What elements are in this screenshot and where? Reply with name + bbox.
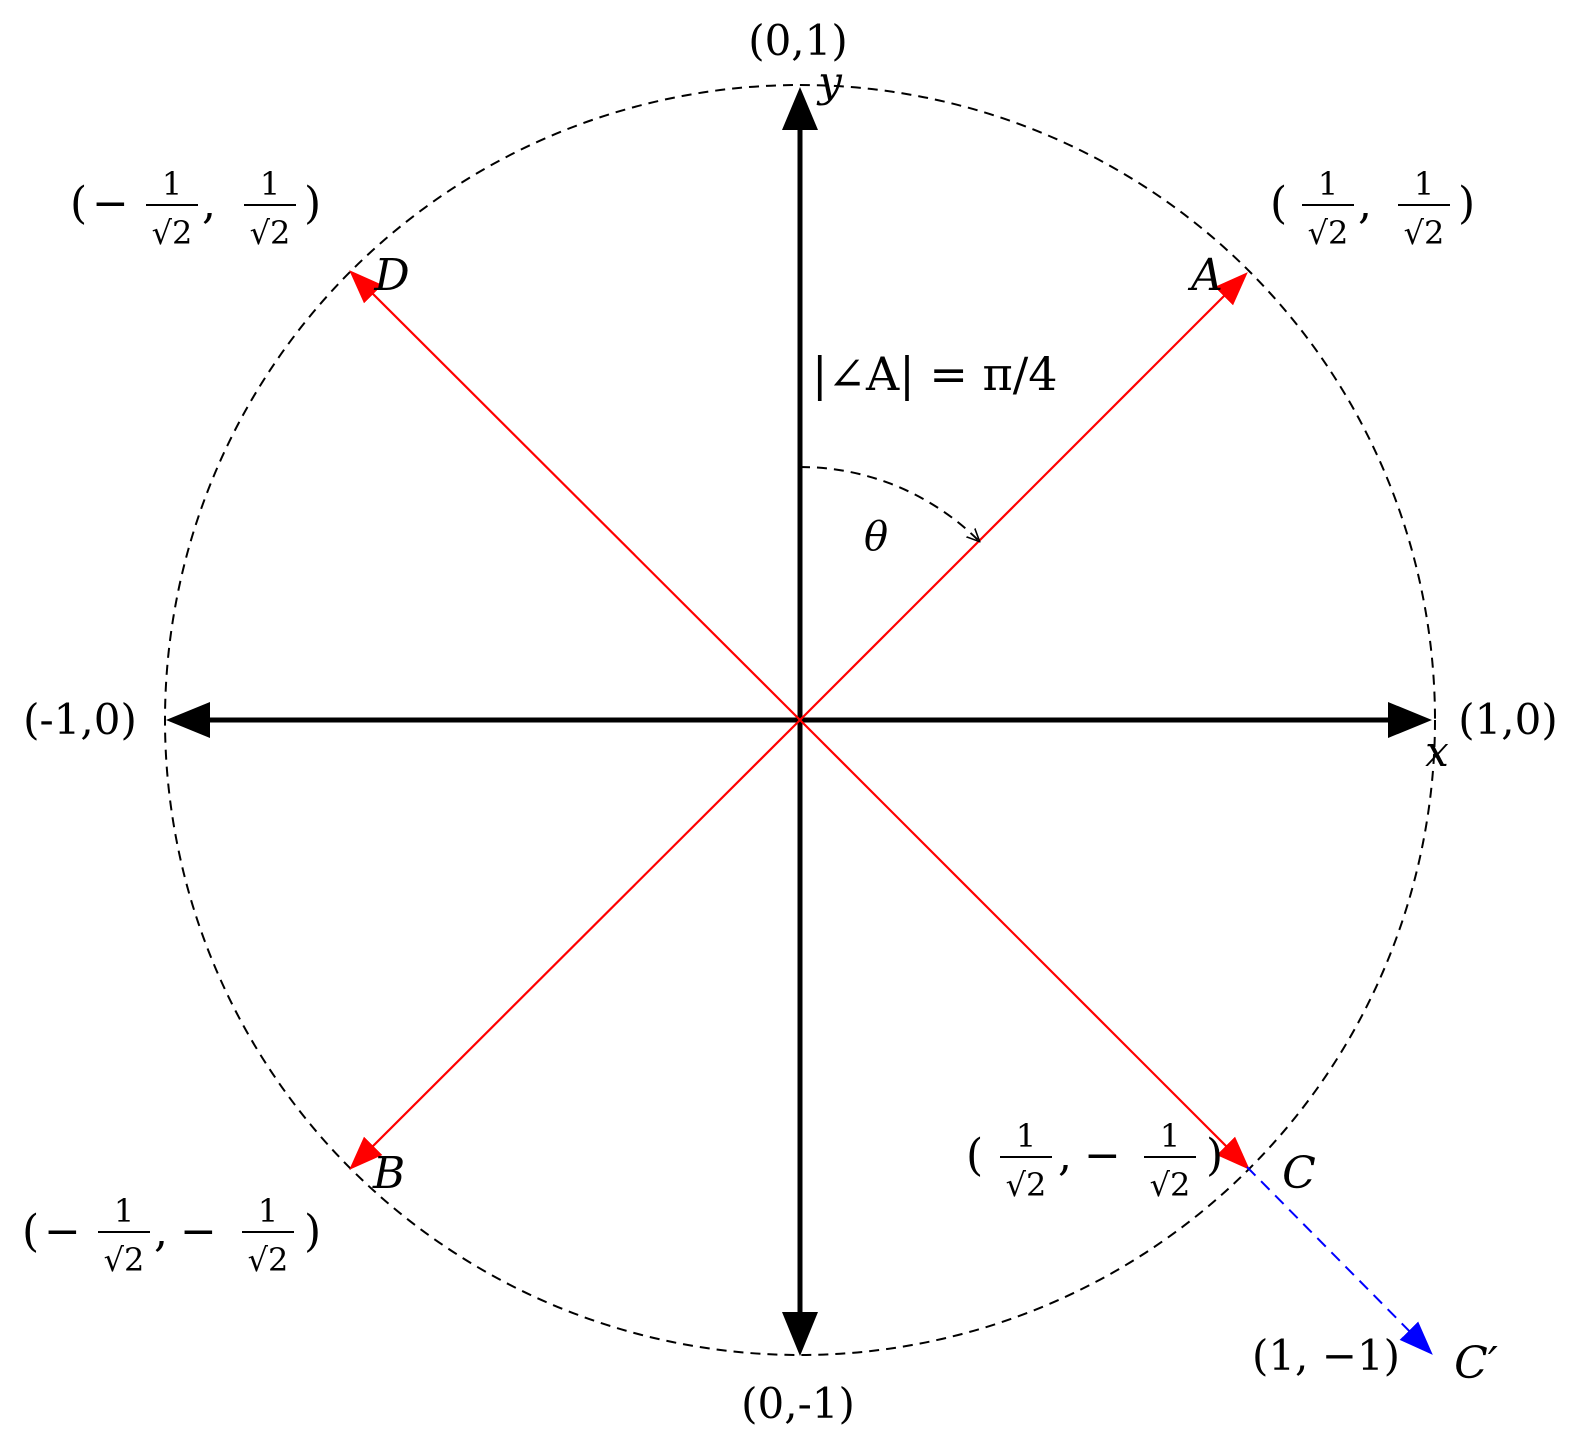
point-c-label: C bbox=[1282, 1148, 1316, 1199]
axis-point-bottom: (0,-1) bbox=[741, 1379, 855, 1428]
svg-text:(: ( bbox=[70, 178, 87, 229]
frac-num: 1 bbox=[258, 1192, 278, 1230]
point-b-label: B bbox=[372, 1148, 405, 1199]
y-axis-bottom-arrowhead bbox=[782, 1312, 818, 1356]
svg-text:,: , bbox=[202, 178, 216, 229]
minus-sign: − bbox=[44, 1206, 81, 1257]
axis-point-top: (0,1) bbox=[748, 16, 848, 65]
frac-num: 1 bbox=[1160, 1117, 1180, 1155]
axis-point-right: (1,0) bbox=[1458, 695, 1558, 744]
frac-num: 1 bbox=[1414, 165, 1434, 203]
frac-den: √2 bbox=[248, 1241, 289, 1279]
frac-den: √2 bbox=[250, 214, 291, 252]
point-a-coord: ( 1 √2 , 1 √2 ) bbox=[1270, 165, 1475, 252]
vector-c bbox=[799, 719, 1250, 1170]
point-d-coord: ( − 1 √2 , 1 √2 ) bbox=[70, 165, 321, 252]
angle-annotation: |∠A| = π/4 bbox=[812, 347, 1058, 401]
vector-d bbox=[349, 270, 801, 721]
y-axis-top-arrowhead bbox=[782, 87, 818, 130]
svg-text:,: , bbox=[154, 1206, 168, 1257]
svg-text:): ) bbox=[1206, 1130, 1223, 1181]
minus-sign: − bbox=[1084, 1130, 1121, 1181]
x-axis-label: x bbox=[1425, 727, 1449, 776]
svg-text:): ) bbox=[304, 178, 321, 229]
svg-text:): ) bbox=[1458, 178, 1475, 229]
point-c-prime-coord: (1, −1) bbox=[1252, 1331, 1400, 1380]
svg-text:,: , bbox=[1358, 178, 1372, 229]
frac-num: 1 bbox=[162, 165, 182, 203]
y-axis-label: y bbox=[816, 57, 843, 106]
frac-den: √2 bbox=[1006, 1166, 1047, 1204]
unit-circle bbox=[164, 84, 1436, 1356]
x-axis-right-arrowhead bbox=[1388, 702, 1432, 738]
frac-den: √2 bbox=[1404, 214, 1445, 252]
frac-num: 1 bbox=[114, 1192, 134, 1230]
frac-num: 1 bbox=[260, 165, 280, 203]
point-c-prime-label: C′ bbox=[1454, 1338, 1498, 1389]
axis-point-left: (-1,0) bbox=[23, 695, 137, 744]
vector-c-prime bbox=[1246, 1166, 1433, 1355]
frac-den: √2 bbox=[104, 1241, 145, 1279]
svg-text:(: ( bbox=[22, 1206, 39, 1257]
point-c-coord: ( 1 √2 , − 1 √2 ) bbox=[966, 1117, 1223, 1204]
point-a-label: A bbox=[1187, 250, 1223, 301]
point-b-coord: ( − 1 √2 , − 1 √2 ) bbox=[22, 1192, 321, 1279]
frac-den: √2 bbox=[1308, 214, 1349, 252]
frac-den: √2 bbox=[152, 214, 193, 252]
minus-sign: − bbox=[180, 1206, 217, 1257]
minus-sign: − bbox=[92, 178, 129, 229]
svg-text:,: , bbox=[1058, 1130, 1072, 1181]
svg-text:(: ( bbox=[966, 1130, 983, 1181]
frac-num: 1 bbox=[1016, 1117, 1036, 1155]
x-axis-left-arrowhead bbox=[166, 702, 210, 738]
svg-text:(: ( bbox=[1270, 178, 1287, 229]
point-d-label: D bbox=[373, 250, 409, 301]
vector-b bbox=[349, 719, 801, 1170]
frac-den: √2 bbox=[1150, 1166, 1191, 1204]
vector-a bbox=[799, 272, 1248, 721]
theta-label: θ bbox=[864, 514, 888, 560]
svg-text:): ) bbox=[304, 1206, 321, 1257]
frac-num: 1 bbox=[1318, 165, 1338, 203]
angle-arc bbox=[799, 465, 979, 541]
